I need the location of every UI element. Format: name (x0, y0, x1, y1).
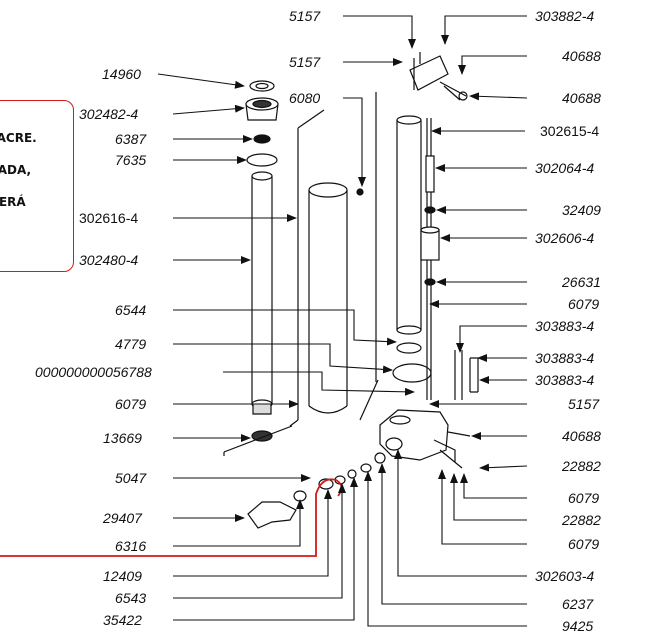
label-35422: 35422 (103, 612, 142, 628)
label-5047: 5047 (115, 470, 147, 486)
label-6079-a: 6079 (568, 296, 599, 312)
note-line-3: DERÁ (0, 195, 26, 209)
part-6544 (396, 342, 422, 354)
label-7635: 7635 (115, 152, 146, 168)
label-302480-4: 302480-4 (79, 252, 138, 268)
label-29407: 29407 (102, 510, 143, 526)
label-40688-c: 40688 (562, 428, 601, 444)
part-13669 (251, 430, 273, 442)
label-12409: 12409 (103, 568, 142, 584)
label-6079-d: 6079 (568, 536, 599, 552)
part-14960 (249, 80, 275, 92)
label-26631: 26631 (561, 274, 601, 290)
part-6387 (253, 134, 271, 144)
label-303882-4: 303882-4 (535, 8, 594, 24)
part-302482 (245, 97, 279, 121)
label-22882-b: 22882 (561, 512, 601, 528)
part-7635 (246, 153, 278, 167)
label-303883-4-a: 303883-4 (535, 318, 594, 334)
label-5157-top: 5157 (289, 8, 321, 24)
label-302615-4: 302615-4 (540, 123, 599, 139)
note-box: LACRE. ZADA, DERÁ (0, 100, 74, 272)
label-6543: 6543 (115, 590, 146, 606)
label-13669: 13669 (103, 430, 142, 446)
part-302606 (420, 229, 440, 261)
label-6316: 6316 (115, 538, 146, 554)
label-40688-top: 40688 (562, 48, 601, 64)
label-302603-4: 302603-4 (535, 568, 594, 584)
label-302616-4: 302616-4 (79, 210, 138, 226)
label-6544: 6544 (115, 302, 146, 318)
label-9425: 9425 (562, 618, 593, 634)
part-32409 (424, 206, 436, 214)
label-303883-4-b: 303883-4 (535, 350, 594, 366)
part-303882 (409, 52, 468, 101)
label-000000000056788: 000000000056788 (35, 364, 152, 380)
part-302603 (379, 409, 456, 462)
label-302606-4: 302606-4 (535, 230, 594, 246)
label-5157-c: 5157 (568, 396, 600, 412)
part-26631 (424, 278, 436, 286)
label-303883-4-c: 303883-4 (535, 372, 594, 388)
label-5157-second: 5157 (289, 54, 321, 70)
note-line-2: ZADA, (0, 163, 32, 177)
label-6080: 6080 (289, 90, 320, 106)
label-22882-a: 22882 (561, 458, 601, 474)
label-6079-c: 6079 (568, 490, 599, 506)
part-302480 (251, 176, 273, 404)
label-302064-4: 302064-4 (535, 160, 594, 176)
part-labels: 5157 303882-4 5157 40688 14960 6080 4068… (35, 8, 601, 634)
part-302615 (396, 115, 422, 335)
label-6237: 6237 (562, 596, 594, 612)
part-4779 (392, 363, 432, 383)
label-14960: 14960 (102, 66, 141, 82)
part-302064 (425, 155, 435, 193)
label-6079-b: 6079 (115, 396, 146, 412)
label-4779: 4779 (115, 336, 146, 352)
label-6387: 6387 (115, 131, 147, 147)
part-29407 (247, 490, 307, 529)
label-302482-4: 302482-4 (79, 106, 138, 122)
label-40688-second: 40688 (562, 90, 601, 106)
part-6080 (356, 188, 364, 196)
part-302616 (308, 182, 348, 414)
label-32409: 32409 (562, 202, 601, 218)
parts-drawing (223, 52, 479, 529)
leader-lines (157, 15, 528, 627)
note-line-1: LACRE. (0, 131, 37, 145)
